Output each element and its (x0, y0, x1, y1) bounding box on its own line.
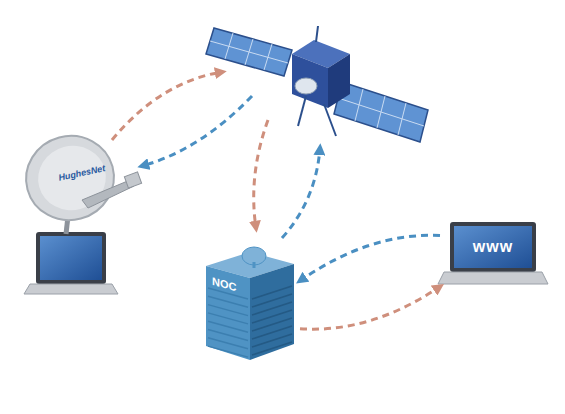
downlink-arrow (142, 96, 252, 166)
panel-grid (338, 89, 424, 135)
laptop-screen (450, 222, 536, 272)
window-band (252, 302, 292, 315)
building-side (250, 264, 294, 360)
noc-building: NOC (200, 238, 300, 364)
dish-reflector (17, 126, 124, 230)
window-band (252, 318, 292, 331)
building-outline (200, 238, 300, 364)
window-band (252, 334, 292, 347)
roof-dish-mast (253, 262, 256, 268)
laptop-screen (36, 232, 106, 284)
node-label: www (454, 226, 532, 268)
data-flow-arrow (300, 287, 440, 330)
antenna (316, 26, 318, 42)
solar-panel (206, 28, 292, 76)
satellite-body (328, 54, 350, 108)
window-band (252, 326, 292, 339)
satellite-dish (295, 78, 317, 94)
window-band (208, 346, 248, 357)
uplink-arrow (112, 72, 222, 140)
satellite-dish: HughesNet (22, 130, 144, 234)
laptop-base (438, 272, 548, 284)
lnb (124, 172, 141, 188)
laptop-base (24, 284, 118, 294)
web-laptop: www (440, 218, 548, 288)
satellite (206, 26, 428, 142)
panel-grid (210, 33, 288, 70)
window-band (252, 342, 292, 355)
satellite-body (292, 54, 328, 108)
uplink-arrow (282, 148, 320, 238)
window-band (252, 310, 292, 323)
laptop (24, 232, 118, 294)
data-flow-arrow (300, 235, 440, 281)
dish-outline (22, 130, 144, 234)
window-band (252, 286, 292, 299)
building-front (206, 266, 250, 360)
antenna (324, 104, 336, 136)
laptop-display (40, 236, 102, 280)
antenna (298, 96, 306, 126)
downlink-arrow (254, 120, 268, 228)
laptop-display (454, 226, 532, 268)
feed-arm (82, 180, 134, 208)
window-band (252, 294, 292, 307)
dish-highlight (31, 138, 113, 217)
